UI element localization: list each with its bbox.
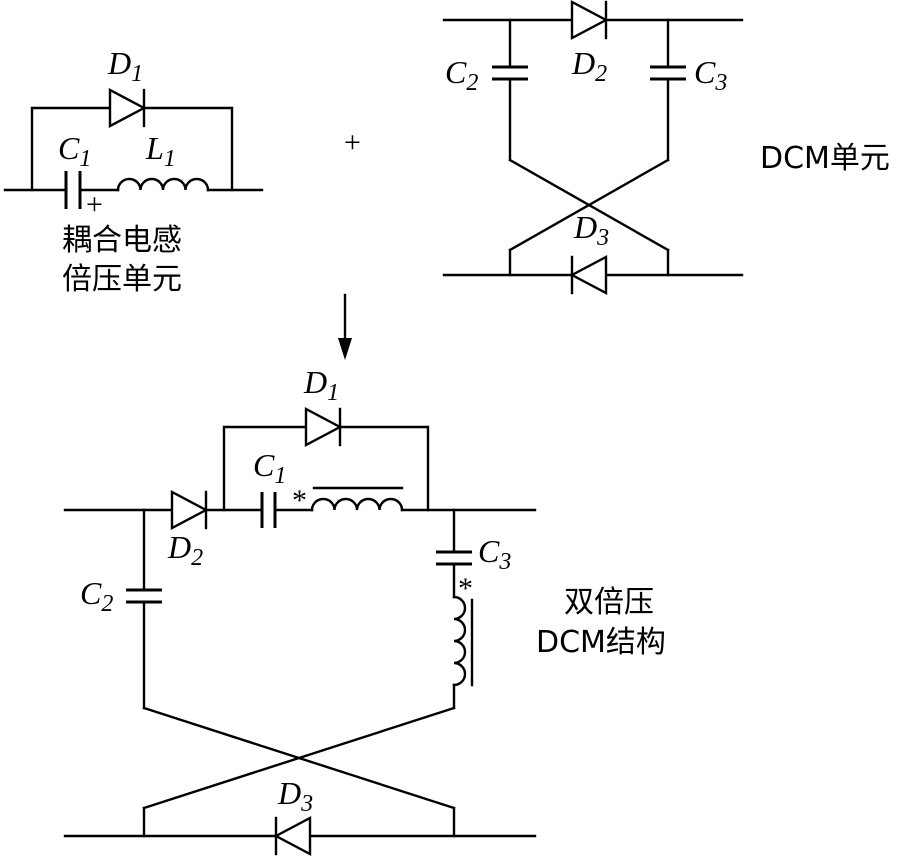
label-c3: C3 — [478, 533, 511, 575]
diode-d1-symbol — [108, 88, 147, 128]
transform-arrow — [338, 293, 352, 360]
caption-coupled-unit-line1: 耦合电感 — [62, 223, 182, 258]
diode-d2-symbol — [570, 0, 609, 40]
label-c3: C3 — [694, 54, 727, 96]
wire — [142, 706, 456, 810]
coupled-inductor-secondary — [452, 595, 467, 687]
diode-d3-symbol — [273, 816, 312, 856]
plus-operator: + — [344, 126, 361, 159]
diode-d1-symbol — [304, 407, 343, 447]
dcm-unit — [442, 0, 744, 295]
label-c1: C1 — [253, 447, 286, 489]
dot-mark-primary: * — [292, 484, 307, 517]
label-c2: C2 — [445, 54, 478, 96]
label-d3: D3 — [277, 775, 313, 817]
label-d1: D1 — [107, 45, 143, 87]
wire — [508, 158, 670, 252]
label-d2: D2 — [571, 45, 607, 87]
double-dcm-structure — [63, 407, 537, 856]
diode-d3-symbol — [569, 255, 608, 295]
coupled-inductor-primary — [310, 497, 404, 512]
label-l1: L1 — [145, 130, 176, 172]
label-d1: D1 — [303, 364, 339, 406]
caption-coupled-unit-line2: 倍压单元 — [62, 262, 182, 297]
coupled-inductor-unit — [3, 88, 264, 209]
caption-double-dcm-line2: DCM结构 — [536, 625, 666, 660]
arrow-head — [338, 338, 352, 360]
label-d3: D3 — [573, 209, 609, 251]
dot-mark-secondary: * — [458, 572, 473, 605]
diode-d2-symbol — [170, 490, 209, 530]
label-c1: C1 — [58, 130, 91, 172]
label-c2: C2 — [80, 575, 113, 617]
inductor-l1-symbol — [116, 177, 210, 192]
caption-dcm-unit: DCM单元 — [760, 141, 890, 176]
label-d2: D2 — [167, 529, 203, 571]
caption-double-dcm-line1: 双倍压 — [564, 585, 654, 620]
polarity-plus: + — [86, 188, 103, 221]
